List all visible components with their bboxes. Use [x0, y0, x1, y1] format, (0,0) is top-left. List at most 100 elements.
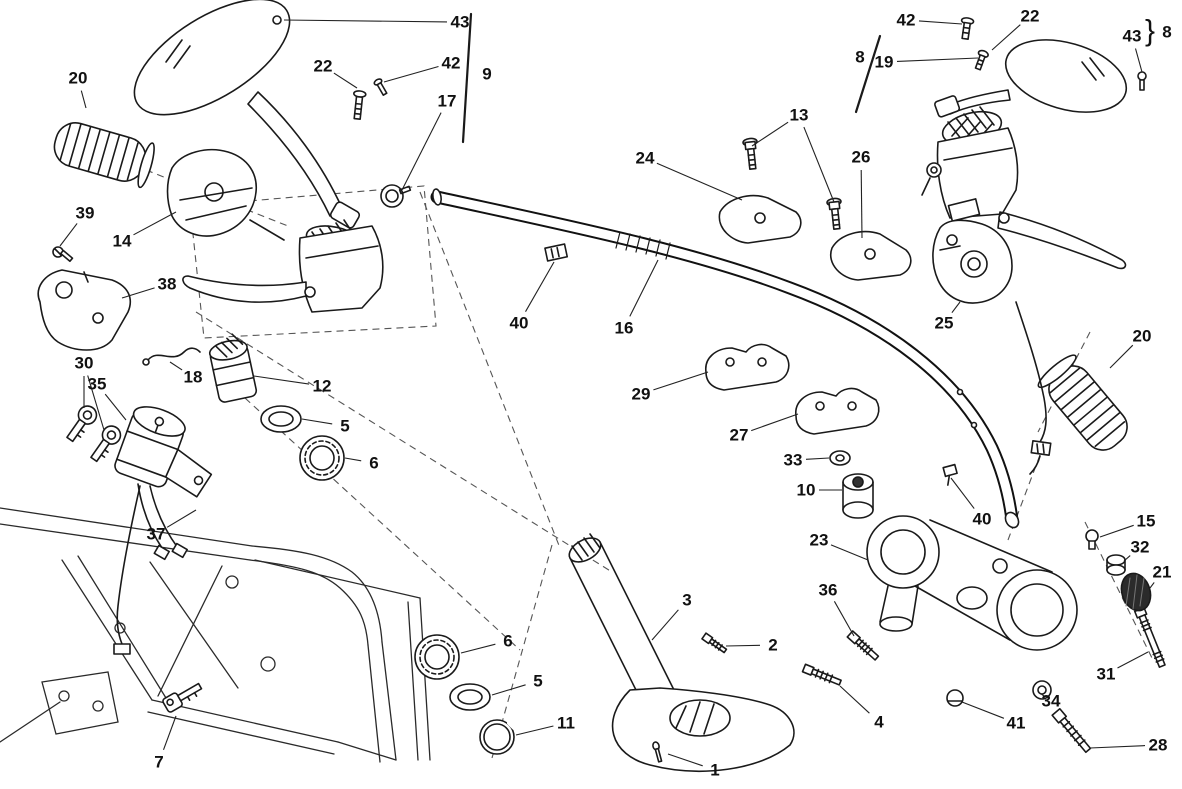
- screw-22-right: [974, 49, 989, 71]
- callout-38: 38: [121, 275, 176, 299]
- part-number-label: }: [1145, 15, 1155, 48]
- leader-line: [1123, 555, 1131, 562]
- leader-line: [653, 371, 709, 391]
- callout-21: 21: [1149, 563, 1172, 589]
- leader-line: [283, 19, 448, 23]
- bolt-39: [52, 246, 74, 263]
- callout-41: 41: [961, 701, 1025, 733]
- bar-end-weight-21: [1120, 572, 1152, 612]
- callout-26: 26: [852, 148, 870, 239]
- bolt-2: [701, 632, 728, 654]
- seal-5-center: [449, 683, 491, 711]
- ignition-wiring-37: [113, 483, 188, 655]
- callout-18: 18: [169, 361, 203, 387]
- callout-22: 22: [314, 57, 358, 89]
- keys-30: [66, 405, 122, 463]
- part-number-label: 40: [973, 510, 992, 529]
- top-triple-clamp: [866, 515, 1078, 651]
- part-number-label: 6: [369, 454, 378, 473]
- leader-line: [833, 601, 855, 637]
- part-number-label: 37: [147, 525, 166, 544]
- construction-lines: [145, 169, 1153, 759]
- leader-line: [961, 701, 1005, 719]
- left-grip: [53, 122, 155, 189]
- callout-3: 3: [651, 591, 692, 641]
- callout-17: 17: [401, 92, 457, 191]
- clip-40-center: [544, 243, 569, 262]
- part-number-label: 40: [510, 314, 529, 333]
- part-number-label: 31: [1097, 665, 1116, 684]
- handlebar-upper-clamp-rear: [829, 230, 912, 281]
- bolt-28: [1051, 707, 1092, 754]
- part-number-label: 34: [1042, 692, 1061, 711]
- part-number-label: 21: [1153, 563, 1172, 582]
- leader-line: [896, 57, 979, 62]
- callout-7: 7: [154, 715, 177, 772]
- frame-sketch: [0, 507, 431, 763]
- callout-9: 9: [482, 65, 491, 84]
- callout-13: 13: [751, 106, 835, 203]
- part-number-label: 13: [790, 106, 809, 125]
- callout-43: 43: [283, 13, 470, 32]
- leader-line: [805, 457, 830, 460]
- callout-20: 20: [1109, 327, 1151, 369]
- leader-line: [951, 301, 961, 314]
- part-number-label: 22: [1021, 7, 1040, 26]
- part-number-label: 28: [1149, 736, 1168, 755]
- leader-line: [1099, 524, 1134, 538]
- callout-35: 35: [88, 375, 127, 421]
- leader-line: [162, 715, 177, 750]
- leader-line: [344, 457, 362, 462]
- part-number-label: 18: [184, 368, 203, 387]
- callout-24: 24: [636, 149, 743, 201]
- front-brake-master-cylinder: [921, 106, 1127, 270]
- callout-43: 43: [1123, 27, 1143, 73]
- callout-30: 30: [75, 354, 105, 431]
- callout-34: 34: [1040, 692, 1061, 711]
- leader-line: [950, 477, 975, 509]
- leader-line: [1134, 48, 1143, 73]
- leader-line: [253, 375, 310, 385]
- callout-11: 11: [515, 714, 575, 736]
- bolt-31: [1133, 606, 1166, 668]
- key-blank-7: [162, 682, 203, 713]
- right-switchgear: [932, 219, 1013, 304]
- leader-line: [401, 112, 442, 191]
- leader-line: [860, 169, 863, 239]
- left-switchgear: [166, 148, 285, 241]
- leader-line: [991, 24, 1021, 51]
- banjo-fitting: [926, 162, 942, 178]
- leader-line: [751, 413, 799, 432]
- screw-42-left: [373, 78, 388, 96]
- callout-5: 5: [301, 417, 350, 436]
- clamp-bolt-13-rear: [826, 197, 842, 230]
- clip-40-right: [942, 463, 958, 486]
- leader-line: [169, 361, 183, 371]
- part-number-label: 29: [632, 385, 651, 404]
- throttle-grip: [1037, 354, 1128, 451]
- callout-20: 20: [69, 69, 87, 109]
- callout-8: 8: [855, 48, 864, 67]
- leader-line: [333, 72, 358, 89]
- washer-33: [829, 450, 851, 466]
- damper-10: [842, 473, 874, 519]
- leader-line: [651, 609, 679, 641]
- leader-line: [525, 261, 555, 312]
- leader-line: [460, 643, 496, 654]
- steering-stem: [568, 533, 795, 772]
- handlebar-upper-clamp-front: [718, 194, 802, 244]
- callout-2: 2: [725, 636, 778, 655]
- part-number-label: 43: [1123, 27, 1142, 46]
- part-number-label: 43: [451, 13, 470, 32]
- part-number-label: 17: [438, 92, 457, 111]
- part-number-label: 30: [75, 354, 94, 373]
- callout-37: 37: [147, 509, 197, 544]
- part-number-label: 22: [314, 57, 333, 76]
- part-number-label: 5: [533, 672, 542, 691]
- right-mirror: [934, 39, 1128, 118]
- leader-line: [830, 544, 869, 561]
- handlebar-lower-clamp-front: [705, 343, 790, 391]
- callout-40: 40: [950, 477, 992, 529]
- clutch-lever: [182, 275, 307, 303]
